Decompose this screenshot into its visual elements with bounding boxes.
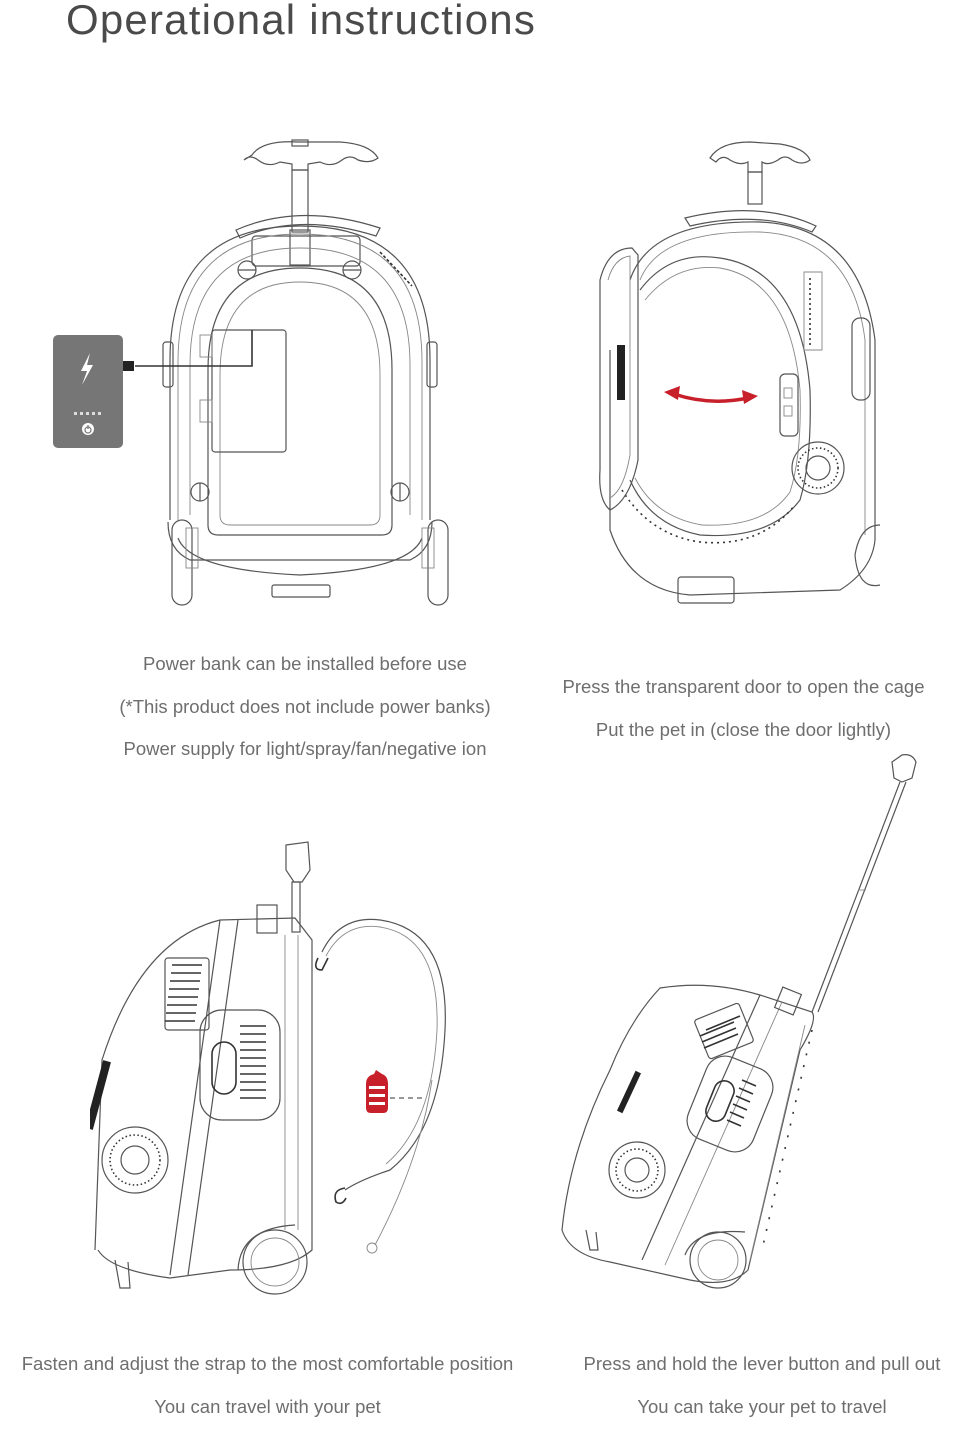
caption-line: You can travel with your pet — [0, 1395, 535, 1437]
page-title: Operational instructions — [66, 0, 536, 44]
caption-line: Press and hold the lever button and pull… — [562, 1352, 957, 1395]
caption-line: Press the transparent door to open the c… — [530, 675, 957, 718]
caption-line: (*This product does not include power ba… — [90, 695, 520, 738]
caption-strap: Fasten and adjust the strap to the most … — [0, 1352, 535, 1437]
strap-buckle-icon — [366, 1070, 388, 1113]
illustration-side-strap — [90, 830, 460, 1300]
caption-open-door: Press the transparent door to open the c… — [530, 675, 957, 760]
caption-line: Power bank can be installed before use — [90, 652, 520, 695]
indicator-dots — [74, 412, 101, 415]
power-bank-icon — [53, 335, 123, 448]
double-arrow-icon — [664, 386, 758, 404]
usb-plug — [123, 361, 134, 371]
caption-pull-handle: Press and hold the lever button and pull… — [562, 1352, 957, 1437]
caption-line: You can take your pet to travel — [562, 1395, 957, 1437]
caption-power-bank: Power bank can be installed before use (… — [90, 652, 520, 780]
illustration-pull-handle — [550, 750, 930, 1300]
caption-line: Power supply for light/spray/fan/negativ… — [90, 737, 520, 780]
illustration-door-open — [590, 130, 900, 610]
caption-line: Fasten and adjust the strap to the most … — [0, 1352, 535, 1395]
power-icon — [82, 423, 94, 435]
lightning-bolt-icon — [81, 353, 93, 385]
